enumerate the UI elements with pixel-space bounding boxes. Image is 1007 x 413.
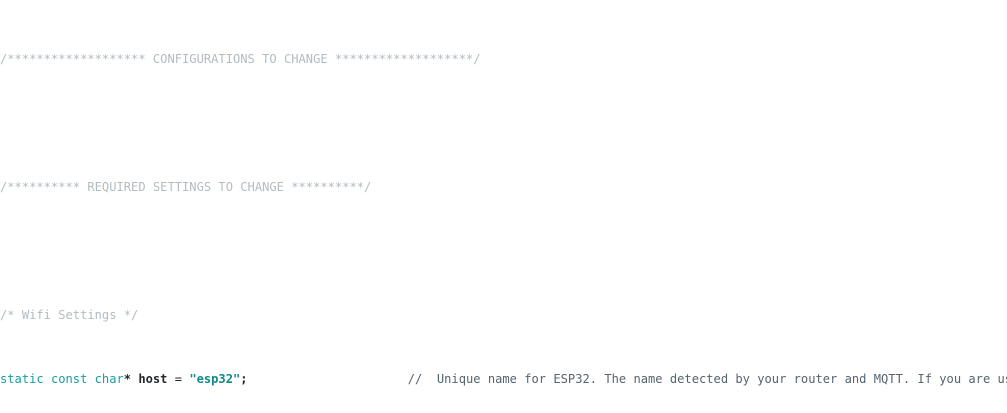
code-line[interactable]: /******************* CONFIGURATIONS TO C… [0, 51, 1007, 67]
keyword-const: const [50, 372, 88, 386]
comment-host: // Unique name for ESP32. The name detec… [407, 372, 1007, 386]
code-line-blank[interactable] [0, 115, 1007, 131]
banner-comment-configurations: /******************* CONFIGURATIONS TO C… [0, 52, 481, 66]
keyword-char: char [94, 372, 124, 386]
keyword-static: static [0, 372, 44, 386]
code-content[interactable]: /******************* CONFIGURATIONS TO C… [0, 3, 1007, 413]
string-esp32[interactable]: "esp32" [189, 372, 241, 386]
pointer-star: * [123, 372, 132, 386]
code-line[interactable]: /* Wifi Settings */ [0, 307, 1007, 323]
section-comment-wifi: /* Wifi Settings */ [0, 308, 139, 322]
banner-comment-required-settings: /********** REQUIRED SETTINGS TO CHANGE … [0, 180, 372, 194]
code-line-blank[interactable] [0, 243, 1007, 259]
identifier-host[interactable]: host [138, 372, 168, 386]
code-line-host[interactable]: static const char* host = "esp32"; // Un… [0, 371, 1007, 387]
code-line[interactable]: /********** REQUIRED SETTINGS TO CHANGE … [0, 179, 1007, 195]
